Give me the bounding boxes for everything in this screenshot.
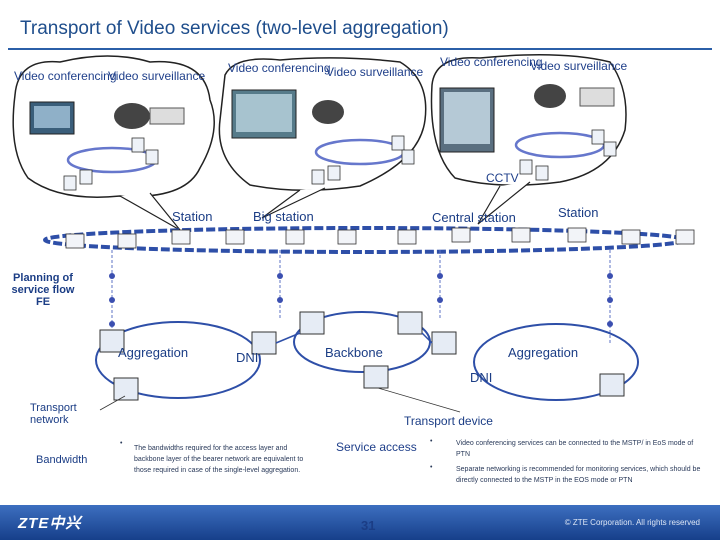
- aggregation-left-label: Aggregation: [118, 345, 189, 360]
- camera-dome-middle: [312, 100, 344, 124]
- cloud-right-vs-label: Video surveillance: [530, 59, 628, 73]
- aggregation-right-label: Aggregation: [508, 345, 579, 360]
- station-left-label: Station: [172, 209, 213, 224]
- device-cube-7: [113, 377, 139, 401]
- station-right-label: Station: [558, 205, 599, 220]
- service-access-label: Service access: [336, 440, 417, 454]
- central-station-label: Central station: [432, 210, 516, 225]
- aggregation-ring-right: [473, 323, 639, 401]
- copyright-text: © ZTE Corporation. All rights reserved: [564, 518, 700, 527]
- page-title: Transport of Video services (two-level a…: [20, 18, 449, 39]
- cctv-label: CCTV: [486, 171, 519, 185]
- cloud-left: [12, 55, 215, 198]
- bandwidth-label: Bandwidth: [36, 454, 88, 466]
- cloud-right: [430, 54, 627, 186]
- station-ring: [43, 226, 687, 254]
- device-cube-3: [299, 311, 325, 335]
- camera-dome-right: [534, 84, 566, 108]
- zte-logo: ZTE中兴: [18, 515, 82, 532]
- cloud-left-tail: [119, 192, 181, 231]
- transport-device-label: Transport device: [404, 414, 493, 428]
- device-cube-8: [363, 365, 389, 389]
- camera-dome-left: [114, 103, 150, 129]
- dni-left-label: DNI: [236, 350, 259, 365]
- bandwidth-panel: [10, 432, 310, 502]
- big-station-label: Big station: [253, 209, 314, 224]
- planning-label: Planning of service flow FE: [11, 272, 75, 308]
- device-cube-1: [99, 329, 125, 353]
- service-bullet-2: Separate networking is recommended for m…: [456, 466, 701, 484]
- device-cube-5: [431, 331, 457, 355]
- aggregation-ring-left: [95, 321, 261, 399]
- service-bullet-1: Video conferencing services can be conne…: [456, 440, 694, 458]
- service-bullet-2-dot: •: [430, 464, 433, 471]
- bandwidth-text: The bandwidths required for the access l…: [134, 445, 304, 474]
- cloud-left-vs-label: Video surveillance: [108, 69, 206, 83]
- service-bullet-1-dot: •: [430, 438, 433, 445]
- cloud-left-vc-label: Video conferencing: [14, 69, 117, 83]
- cloud-middle-tail: [261, 187, 326, 219]
- footer-bar: [0, 505, 720, 540]
- transport-network-label: Transport network: [30, 402, 77, 426]
- cloud-middle-vs-label: Video surveillance: [326, 65, 424, 79]
- camera-box-right: [579, 87, 615, 107]
- dni-right-label: DNI: [470, 370, 493, 385]
- cloud-right-tail: [477, 181, 531, 225]
- title-divider: [8, 48, 712, 50]
- camera-box-left: [149, 107, 185, 125]
- cloud-middle-vc-label: Video conferencing: [228, 61, 331, 75]
- device-cube-4: [397, 311, 423, 335]
- bandwidth-bullet: •: [120, 440, 123, 447]
- diagram-canvas: [10, 54, 695, 502]
- cloud-right-vc-label: Video conferencing: [440, 55, 543, 69]
- page-number: 31: [361, 518, 376, 533]
- device-cube-6: [599, 373, 625, 397]
- backbone-label: Backbone: [325, 345, 383, 360]
